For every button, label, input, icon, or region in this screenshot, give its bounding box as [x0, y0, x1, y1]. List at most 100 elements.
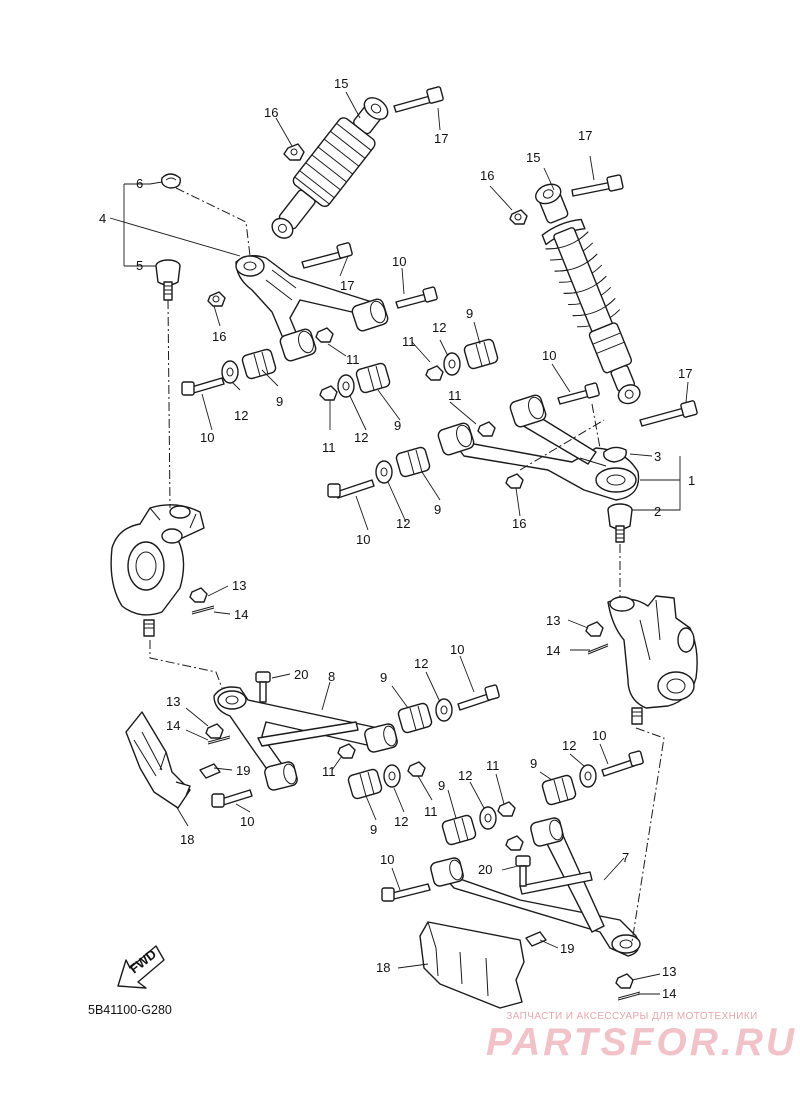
callout-12: 12 [396, 516, 410, 531]
callout-11: 11 [402, 334, 416, 349]
left-shock-absorber[interactable] [260, 88, 399, 249]
left-shock-bolt[interactable] [393, 86, 444, 113]
callout-9: 9 [434, 502, 441, 517]
left-knuckle-nut-pin[interactable] [189, 587, 215, 615]
assembly-center-lines [149, 187, 665, 943]
left-skid-plate[interactable] [125, 711, 191, 809]
right-shock-bottom-bolt[interactable] [639, 400, 698, 427]
diagram-code: 5B41100-G280 [88, 1003, 172, 1017]
right-upper-arm[interactable] [437, 394, 640, 501]
callout-10: 10 [200, 430, 214, 445]
callout-20: 20 [294, 667, 308, 682]
callout-9: 9 [438, 778, 445, 793]
callout-9: 9 [380, 670, 387, 685]
callout-1: 1 [688, 473, 695, 488]
right-lower-hardware[interactable] [381, 750, 644, 902]
callout-12: 12 [394, 814, 408, 829]
right-skid-clip-19[interactable] [525, 931, 547, 947]
callout-14: 14 [234, 607, 248, 622]
callout-15: 15 [334, 76, 348, 91]
callout-7: 7 [622, 850, 629, 865]
callout-10: 10 [592, 728, 606, 743]
callout-18: 18 [180, 832, 194, 847]
left-arm-bolt-10-top[interactable] [395, 286, 438, 309]
watermark-tagline: ЗАПЧАСТИ И АКСЕССУАРЫ ДЛЯ МОТОТЕХНИКИ [506, 1011, 758, 1022]
right-ball-joint[interactable] [607, 503, 633, 543]
left-ball-joint[interactable] [155, 259, 181, 301]
callout-10: 10 [450, 642, 464, 657]
left-arm-nut-16[interactable] [207, 291, 226, 307]
callout-13: 13 [232, 578, 246, 593]
callout-labels: 15 16 17 6 4 5 17 10 16 9 12 11 11 10 12… [99, 76, 695, 1001]
callout-9: 9 [394, 418, 401, 433]
right-shock-nut[interactable] [509, 209, 528, 225]
left-lower-hardware[interactable] [211, 684, 500, 808]
callout-14: 14 [166, 718, 180, 733]
callout-13: 13 [662, 964, 676, 979]
callout-13: 13 [546, 613, 560, 628]
callout-15: 15 [526, 150, 540, 165]
right-lower-nut-pin[interactable] [615, 973, 641, 1001]
callout-16: 16 [480, 168, 494, 183]
callout-12: 12 [354, 430, 368, 445]
callout-10: 10 [240, 814, 254, 829]
callout-6: 6 [136, 176, 143, 191]
callout-10: 10 [392, 254, 406, 269]
right-lower-arm[interactable] [430, 817, 641, 957]
left-upper-hardware-row1[interactable] [181, 348, 277, 396]
right-upper-hardware-row2[interactable] [327, 446, 431, 499]
callout-16: 16 [512, 516, 526, 531]
callout-11: 11 [346, 352, 360, 367]
callout-3: 3 [654, 449, 661, 464]
left-upper-hardware-row2[interactable] [315, 327, 391, 401]
left-circlip[interactable] [160, 173, 181, 189]
right-skid-plate[interactable] [419, 921, 525, 1009]
left-lower-nut-pin[interactable] [205, 723, 231, 745]
callout-12: 12 [414, 656, 428, 671]
callout-10: 10 [356, 532, 370, 547]
callout-12: 12 [458, 768, 472, 783]
callout-11: 11 [448, 388, 462, 403]
left-lower-arm[interactable] [213, 686, 398, 791]
callout-17: 17 [340, 278, 354, 293]
callout-16: 16 [212, 329, 226, 344]
right-arm-hardware-misc[interactable] [477, 382, 600, 489]
left-skid-clip-19[interactable] [199, 763, 221, 779]
right-steering-knuckle[interactable] [607, 595, 698, 725]
callout-9: 9 [466, 306, 473, 321]
callout-17: 17 [434, 131, 448, 146]
right-upper-hardware-row1[interactable] [425, 338, 499, 381]
callout-9: 9 [276, 394, 283, 409]
right-circlip[interactable] [603, 446, 627, 463]
callout-19: 19 [560, 941, 574, 956]
callout-17: 17 [578, 128, 592, 143]
callout-11: 11 [424, 804, 438, 819]
leader-lines [109, 91, 689, 995]
callout-11: 11 [322, 764, 336, 779]
callout-4: 4 [99, 211, 106, 226]
callout-12: 12 [562, 738, 576, 753]
watermark-brand-logo: PARTSFOR.RU [486, 1021, 798, 1064]
left-steering-knuckle[interactable] [110, 504, 205, 637]
callout-9: 9 [370, 822, 377, 837]
right-shock-absorber[interactable] [524, 177, 654, 411]
forward-direction-arrow-icon: FWD [117, 945, 165, 989]
callout-8: 8 [328, 669, 335, 684]
callout-20: 20 [478, 862, 492, 877]
right-lower-arm-bolt-20[interactable] [515, 855, 531, 887]
callout-10: 10 [380, 852, 394, 867]
callout-12: 12 [234, 408, 248, 423]
callout-13: 13 [166, 694, 180, 709]
callout-2: 2 [654, 504, 661, 519]
callout-11: 11 [486, 758, 500, 773]
left-lower-arm-bolt-20[interactable] [255, 671, 271, 703]
right-knuckle-nut-pin[interactable] [585, 621, 609, 655]
right-shock-top-bolt[interactable] [571, 174, 624, 197]
callout-11: 11 [322, 440, 336, 455]
left-arm-bracket-bolt[interactable] [301, 242, 353, 269]
callout-14: 14 [662, 986, 676, 1001]
callout-14: 14 [546, 643, 560, 658]
left-shock-nut[interactable] [283, 143, 305, 161]
left-upper-arm[interactable] [235, 255, 389, 363]
